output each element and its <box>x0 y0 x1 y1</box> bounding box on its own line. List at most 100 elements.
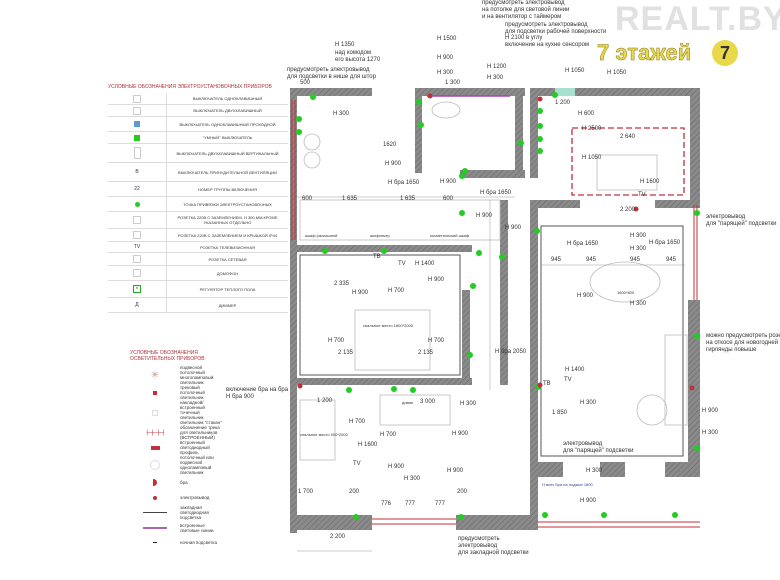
bedroom-led-outline <box>299 254 461 376</box>
plan-annotation: 777 <box>435 501 446 507</box>
plan-annotation: H бра 1650 <box>480 190 512 196</box>
legend-lighting-title: Условные обозначения осветительных прибо… <box>130 350 205 362</box>
network-socket-icon <box>108 253 167 265</box>
anchor-point-icon <box>537 148 543 154</box>
anchor-point-icon <box>470 283 476 289</box>
electric-outlet-icon <box>130 495 180 500</box>
plan-annotation: 1600*800 <box>617 290 635 295</box>
plan-annotation: шкаф распашной <box>305 233 338 238</box>
plan-annotation: TV <box>638 192 646 198</box>
plan-markers <box>296 92 700 520</box>
legend-electrical-title: Условные обозначения электроустановочных… <box>108 84 272 90</box>
plan-annotation: спальное место 900*2000 <box>300 432 348 437</box>
wall <box>530 88 538 178</box>
legend-lighting: Условные обозначения осветительных прибо… <box>130 350 225 550</box>
plan-annotation: 2 135 <box>338 350 354 356</box>
plan-annotation: 2 135 <box>418 350 434 356</box>
plan-annotation: H 300 <box>586 468 603 474</box>
legend-lighting-row: трековый потолочный светильник <box>130 385 225 400</box>
plan-annotation: предусмотреть электровывод <box>482 0 565 6</box>
legend-label: обозначение трека для светильников (ВСТР… <box>180 425 220 440</box>
plan-annotation: 1 200 <box>555 100 571 106</box>
plan-annotation: предусмотреть <box>458 536 500 542</box>
legend-label: регулятор теплого пола <box>199 286 256 292</box>
legend-electrical-row: Ддиммер <box>108 298 288 313</box>
legend-lighting-row: потолочный или подвесной одноламповый св… <box>130 455 225 475</box>
legend-label: выключатель принудительной вентиляции <box>178 169 277 175</box>
furniture <box>299 101 688 461</box>
plan-annotation: H 1050 <box>565 68 585 74</box>
plan-annotation: H 900 <box>476 213 493 219</box>
anchor-point-icon <box>462 168 468 174</box>
plan-annotation: H 1400 <box>565 367 585 373</box>
spot-light-icon <box>130 409 180 416</box>
legend-label: выключатель двухклавишный <box>193 108 262 113</box>
window <box>555 88 575 96</box>
wall <box>290 88 372 96</box>
pass-through-switch-icon <box>108 117 167 131</box>
plan-annotation: 2 200 <box>330 534 346 540</box>
legend-label: выключатель одноклавишный <box>192 96 263 101</box>
wall <box>500 200 508 385</box>
legend-symbol: Д <box>135 302 139 308</box>
plan-annotation: 1 300 <box>445 80 461 86</box>
windows-red <box>291 100 700 528</box>
plan-annotation: H 1050 <box>582 155 602 161</box>
anchor-point-icon <box>346 387 352 393</box>
plan-annotation: H 300 <box>460 401 477 407</box>
legend-lighting-row: ✳подвесной потолочный многоламповый свет… <box>130 365 225 385</box>
plan-annotation: H 700 <box>428 338 445 344</box>
legend-electrical-row: выключатель двухклавишный <box>108 105 288 117</box>
legend-electrical-row: розетка 220В с заземлением, h 300 мм,кро… <box>108 212 288 229</box>
plan-annotation: спальное место 1600*2000 <box>363 323 414 328</box>
wall <box>530 200 580 208</box>
wall <box>297 378 472 385</box>
plan-annotation: H 900 <box>505 225 522 231</box>
plan-annotation: H 300 <box>404 476 421 482</box>
watermark-logo-icon: 7 <box>712 40 738 66</box>
plan-annotation: H 300 <box>437 70 454 76</box>
legend-label: точка привязки электроустановочных <box>183 201 272 207</box>
plan-annotation: 1 635 <box>400 196 416 202</box>
anchor-point-icon <box>601 512 607 518</box>
plan-annotation: H 700 <box>328 338 345 344</box>
intercom-icon <box>108 266 167 280</box>
plan-annotation: над комодом <box>335 50 372 56</box>
legend-electrical-row: "умный" выключатель <box>108 132 288 144</box>
legend-lighting-row: |—|—|—|обозначение трека для светильнико… <box>130 425 225 440</box>
plan-annotation: для закладной подсветки <box>458 550 529 556</box>
plan-annotation: для "парящей" подсветки <box>706 221 777 227</box>
walls <box>290 88 700 533</box>
anchor-point-icon <box>108 197 167 211</box>
legend-lighting-row: бра <box>130 475 225 490</box>
chandelier-icon: ✳ <box>150 369 160 381</box>
legend-electrical-row: розетка 220В с заземлением и крышкой ip4… <box>108 229 288 242</box>
legend-electrical-row: × регулятор теплого пола <box>108 281 288 298</box>
plan-annotation: гирлянды повыше <box>706 347 757 353</box>
plan-annotation: H 1400 <box>415 261 435 267</box>
anchor-point-icon <box>467 352 473 358</box>
wall <box>297 515 372 530</box>
plan-annotation: H 700 <box>349 419 366 425</box>
plan-annotation: H 900 <box>385 161 402 167</box>
plan-annotation: 2 640 <box>620 134 636 140</box>
anchor-point-icon <box>542 512 548 518</box>
plan-annotation: H 900 <box>447 468 464 474</box>
plan-annotation: H 900 <box>388 464 405 470</box>
plan-annotation: для подсветки в нише для штор <box>287 74 376 80</box>
plan-annotation: и на вентилятор с таймером <box>482 14 562 20</box>
plan-annotation: H 900 <box>577 293 594 299</box>
plan-annotation: косметический шкаф <box>430 233 470 238</box>
legend-symbol: В <box>135 169 139 175</box>
legend-label: розетка 220В с заземлением, h 300 мм,кро… <box>177 215 278 225</box>
anchor-point-icon <box>391 386 397 392</box>
anchor-point-icon <box>694 210 700 216</box>
plan-annotation: H 1600 <box>358 442 378 448</box>
anchor-point-icon <box>416 99 422 105</box>
plan-annotation: H 1600 <box>640 179 660 185</box>
floor-heating-icon: × <box>108 281 167 297</box>
plan-annotation: для подсветки рабочей поверхности <box>505 29 607 35</box>
plan-annotation: 776 <box>381 501 392 507</box>
sconce-icon <box>130 479 180 486</box>
watermark-logo-text: 7 этажей <box>597 40 692 66</box>
